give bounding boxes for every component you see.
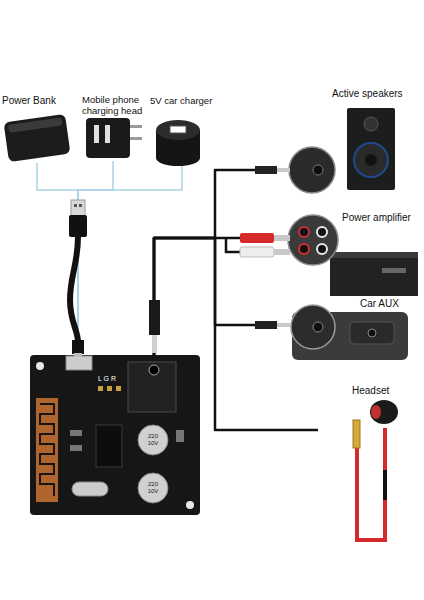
- ear-tip: [371, 405, 381, 419]
- smd-component: [176, 430, 184, 442]
- capacitor: [138, 425, 168, 455]
- audio-cable: [154, 238, 290, 355]
- woofer-cap: [365, 154, 377, 166]
- device-label: Headset: [352, 385, 408, 397]
- zoom-circle: [288, 215, 338, 265]
- rca-plug-white: [240, 247, 274, 257]
- micro-usb-tip: [74, 353, 82, 357]
- audio-plug-tip: [277, 323, 290, 327]
- mounting-hole: [36, 362, 44, 370]
- audio-jack-socket: [128, 362, 176, 412]
- device-node: Headset: [318, 385, 408, 545]
- rca-socket: [299, 227, 309, 237]
- solder-pad: [98, 386, 103, 391]
- earbud: [370, 400, 398, 424]
- pcb-antenna: [36, 398, 58, 502]
- usb-cable: [70, 236, 78, 342]
- audio-plug-body: [149, 300, 160, 335]
- rca-plug-red: [240, 233, 274, 243]
- tweeter: [364, 117, 378, 131]
- plug-prong: [130, 137, 142, 140]
- device-label: L G R: [98, 375, 128, 383]
- audio-plug-body: [255, 166, 277, 174]
- rca-socket: [299, 244, 309, 254]
- speaker-cabinet: [347, 108, 395, 190]
- device-label: Mobile phone charging head: [82, 95, 146, 117]
- smd-component: [70, 430, 82, 436]
- audio-plug-tip: [277, 168, 290, 172]
- usb-plug-body: [69, 215, 87, 237]
- bluetooth-chip: [96, 425, 122, 467]
- rca-plug-tip: [274, 235, 290, 241]
- micro-usb-socket: [66, 356, 92, 370]
- usb-port: [105, 125, 110, 143]
- audio-plug-tip: [152, 335, 157, 353]
- usb-a-plug: [71, 200, 85, 216]
- device-node: Active speakers: [290, 88, 415, 195]
- amplifier-display: [382, 268, 406, 273]
- audio-plug-body: [255, 321, 277, 329]
- aux-socket: [313, 165, 323, 175]
- mounting-hole: [186, 501, 194, 509]
- headset-jack: [353, 420, 360, 448]
- zoom-circle: [289, 147, 335, 193]
- device-label: 5V car charger: [150, 96, 222, 107]
- zoom-circle: [291, 305, 335, 349]
- audio-jack-hole: [149, 365, 159, 375]
- car-charger-base: [156, 150, 200, 166]
- device-node: L G R 220 10V 220 10V: [30, 355, 200, 515]
- rca-socket: [317, 244, 327, 254]
- device-label: Active speakers: [332, 88, 415, 100]
- antenna-trace: [40, 404, 54, 496]
- woofer: [354, 143, 388, 177]
- micro-usb-plug: [72, 340, 84, 354]
- power-cable: [37, 163, 78, 355]
- device-node: 5V car charger: [148, 96, 222, 166]
- rca-socket: [317, 227, 327, 237]
- console-socket: [368, 329, 376, 337]
- audio-cable: [154, 170, 290, 355]
- smd-component: [70, 445, 82, 451]
- usb-a-slot: [74, 204, 77, 207]
- device-label: Car AUX: [360, 298, 410, 310]
- solder-pad: [116, 386, 121, 391]
- aux-socket: [313, 322, 323, 332]
- device-label: Power amplifier: [342, 212, 420, 224]
- device-node: Power Bank: [2, 95, 74, 163]
- device-node: Power amplifier: [290, 212, 420, 296]
- rca-plug-tip: [274, 249, 290, 255]
- audio-cable: [154, 238, 318, 430]
- power-bank-highlight: [8, 117, 63, 132]
- audio-cable: [154, 238, 290, 355]
- solder-pad: [107, 386, 112, 391]
- charger-head-body: [86, 118, 130, 158]
- amplifier-top: [330, 252, 418, 258]
- headset-cable-stripe: [383, 470, 387, 500]
- usb-a-slot: [79, 204, 82, 207]
- plug-prong: [130, 125, 142, 128]
- device-label: 220 10V: [142, 481, 164, 495]
- usb-port: [170, 126, 186, 133]
- console-panel: [350, 322, 394, 344]
- crystal: [72, 482, 108, 496]
- device-node: Car AUX: [290, 298, 410, 364]
- amplifier-body: [330, 252, 418, 296]
- device-label: 220 10V: [142, 433, 164, 447]
- device-node: Mobile phone charging head: [80, 95, 146, 161]
- usb-port: [94, 125, 99, 143]
- power-cable: [78, 166, 182, 355]
- capacitor: [138, 473, 168, 503]
- car-charger-top: [156, 120, 200, 140]
- power-bank-body: [4, 114, 71, 162]
- device-label: Power Bank: [2, 95, 74, 107]
- bluetooth-board: [30, 355, 200, 515]
- headset-cable: [357, 428, 385, 540]
